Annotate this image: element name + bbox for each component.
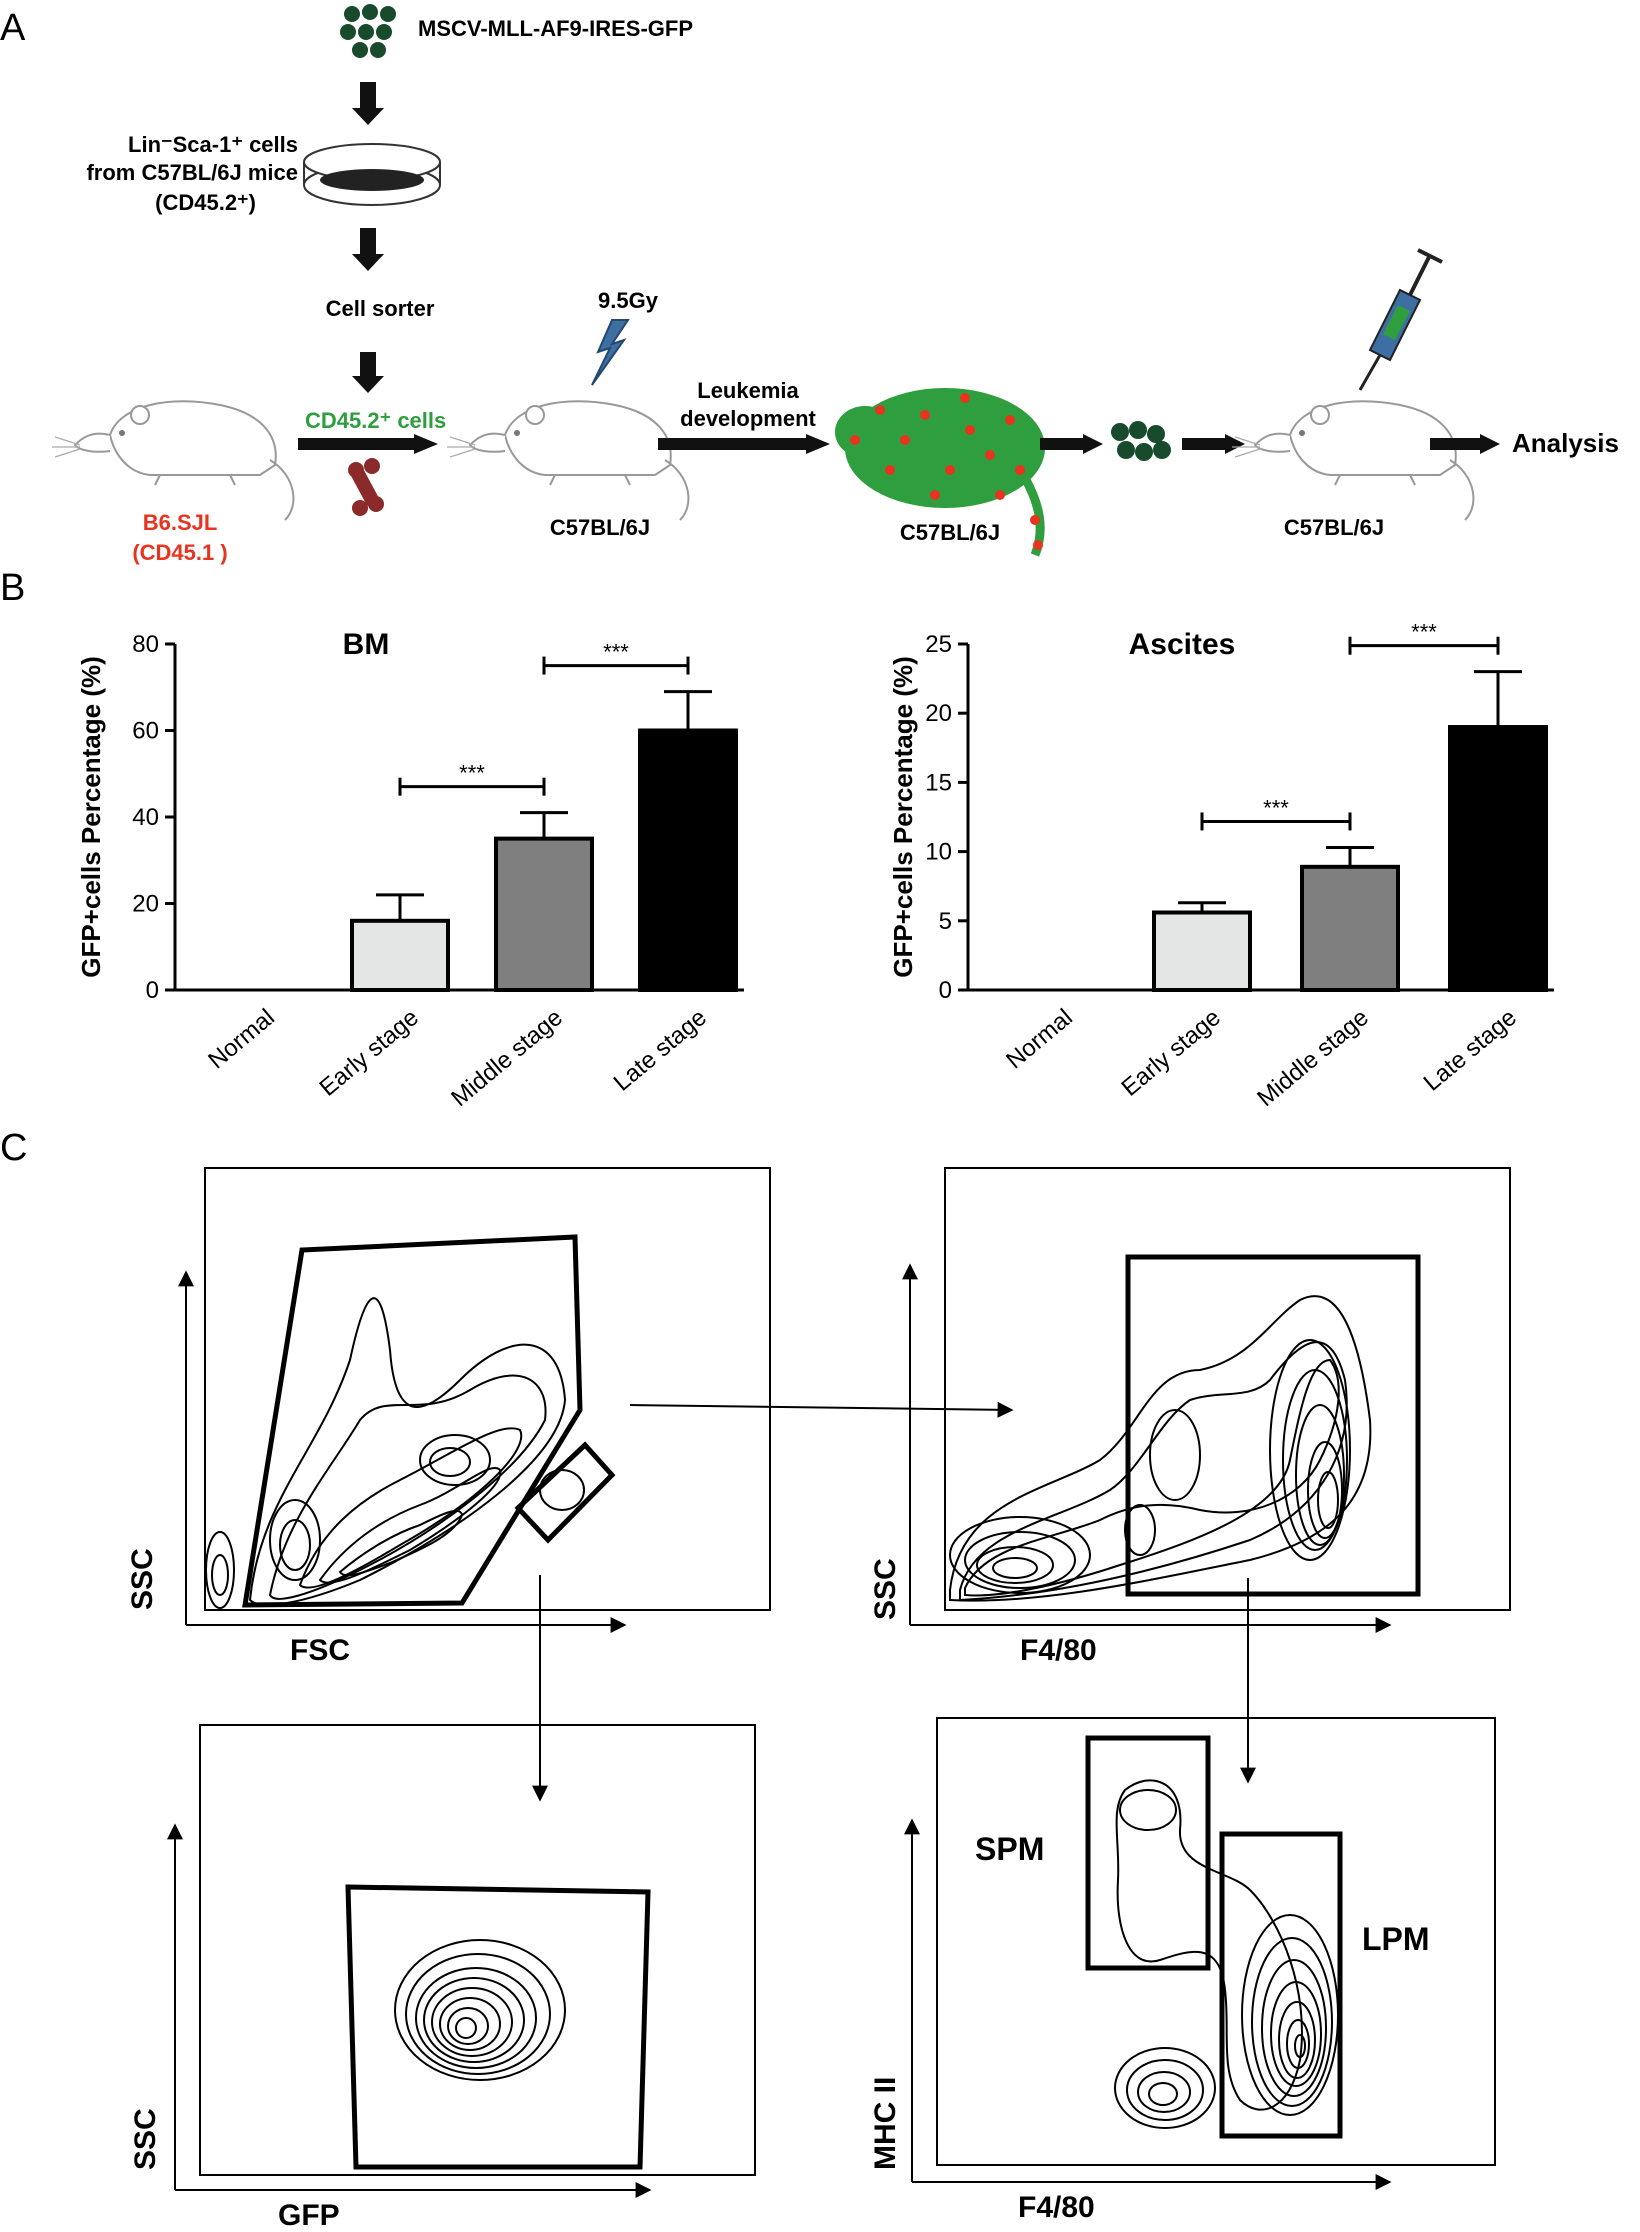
recipient-mouse-3-icon [1231,400,1475,521]
sig-label-1: *** [1411,620,1437,645]
sig-label-0: *** [1263,795,1289,820]
sorter-label: Cell sorter [326,296,435,321]
x-tick-label-3: Late stage [609,1004,712,1097]
panel-b-label: B [0,567,25,609]
spm-label: SPM [975,1831,1044,1867]
x-tick-label-3: Late stage [1419,1004,1522,1097]
p3-ylabel: SSC [129,2108,162,2170]
flow-arrow-5 [658,438,808,450]
bone-icon [348,458,384,516]
lpm-gate [1219,1831,1343,2139]
sig-label-0: *** [459,761,485,786]
bm-bar-chart: 0 20 40 60 80 BM GFP+cells Percentage (%) Norma… [76,628,744,1112]
bar-3 [1448,725,1548,992]
y-tick-label-4: 80 [132,631,159,658]
y-tick-label-1: 20 [132,891,159,918]
p1-xlabel: FSC [290,1634,350,1667]
x-tick-label-0: Normal [203,1004,280,1074]
lightning-icon [591,319,630,386]
y-tick-label-5: 25 [925,631,952,658]
analysis-label: Analysis [1512,428,1619,458]
syringe-icon [1358,248,1443,391]
leukemia-cells-icon [1111,421,1171,461]
donor-mouse-icon [51,400,295,521]
sig-label-1: *** [603,640,629,665]
x-tick-label-0: Normal [1001,1004,1078,1074]
virus-particles-icon [340,4,396,58]
flow-plot-f480-mhcii: SPM LPM MHC II F4/80 [869,1717,1496,2224]
recipient-2-strain: C57BL/6J [900,520,1000,545]
donor-cells-line2: from C57BL/6J mice [86,160,298,185]
vector-label: MSCV-MLL-AF9-IRES-GFP [418,16,693,41]
p1-ylabel: SSC [126,1548,159,1610]
y-axis-label: GFP+cells Percentage (%) [888,656,918,978]
bar-3 [638,728,738,992]
y-tick-label-0: 0 [146,977,159,1004]
x-tick-label-2: Middle stage [1252,1004,1374,1112]
donor-cd: (CD45.1 ) [132,540,227,565]
x-tick-label-2: Middle stage [446,1004,568,1112]
p2-ylabel: SSC [869,1558,902,1620]
recipient-1-strain: C57BL/6J [550,515,650,540]
flow-plot-fsc-ssc: SSC FSC [126,1167,771,1667]
y-axis-label: GFP+cells Percentage (%) [76,656,106,978]
flow-arrow-4 [298,438,416,450]
flow-arrow-7 [1182,438,1227,450]
leukemia-line2: development [680,406,816,431]
bar-2 [494,836,594,992]
bar-2 [1300,864,1400,992]
flow-plot-gfp-ssc: SSC GFP [129,1724,756,2232]
flow-arrow-6 [1040,438,1085,450]
y-tick-label-2: 10 [925,839,952,866]
flow-plot-f480-ssc: SSC F4/80 [869,1167,1511,1667]
y-tick-label-3: 15 [925,769,952,796]
p4-xlabel: F4/80 [1018,2191,1095,2224]
donor-cells-line3: (CD45.2⁺) [155,190,256,215]
y-tick-label-0: 0 [939,977,952,1004]
bar-1 [350,918,450,992]
spm-gate [1085,1735,1211,1971]
p4-ylabel: MHC II [869,2077,902,2170]
flow-arrow-8 [1430,438,1482,450]
recipient-mouse-1-icon [446,400,690,521]
flow-arrow-2 [360,228,376,258]
p2-xlabel: F4/80 [1020,1634,1097,1667]
recipient-3-strain: C57BL/6J [1284,515,1384,540]
flow-arrow-1 [360,82,376,112]
x-tick-label-1: Early stage [1117,1004,1226,1102]
y-tick-label-2: 40 [132,804,159,831]
petri-dish-icon [303,143,441,206]
donor-strain: B6.SJL [143,510,218,535]
gate-arrow-right [629,1401,1014,1418]
transplanted-cells-label: CD45.2⁺ cells [305,408,446,433]
panel-a-label: A [0,7,26,49]
x-tick-label-1: Early stage [315,1004,424,1102]
irradiation-label: 9.5Gy [598,288,659,313]
panel-c-label: C [0,1127,27,1169]
p3-xlabel: GFP [278,2199,340,2232]
lpm-label: LPM [1362,1921,1430,1957]
y-tick-label-1: 5 [939,908,952,935]
chart-title: Ascites [1129,628,1236,661]
leukemic-mouse-icon [835,388,1045,557]
donor-cells-line1: Lin⁻Sca-1⁺ cells [128,132,298,157]
y-tick-label-3: 60 [132,718,159,745]
leukemia-line1: Leukemia [697,378,799,403]
bar-1 [1152,910,1252,992]
chart-title: BM [343,628,390,661]
y-tick-label-4: 20 [925,700,952,727]
flow-arrow-3 [360,352,376,380]
